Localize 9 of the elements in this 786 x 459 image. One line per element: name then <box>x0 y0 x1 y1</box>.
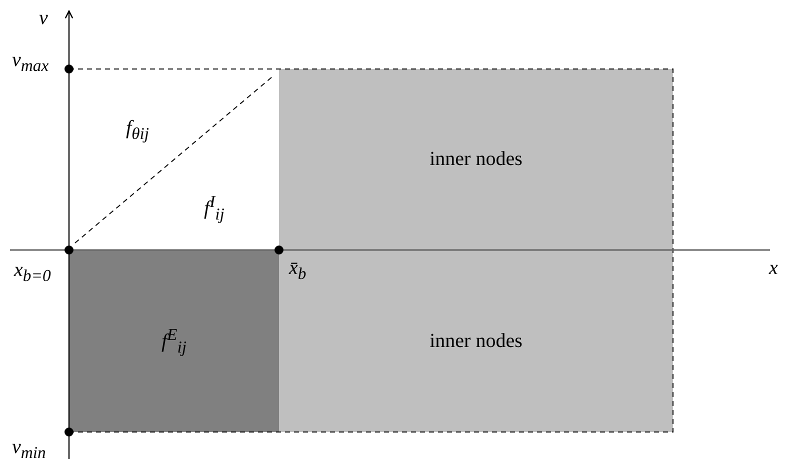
axis-value: v$_{max}$ <box>12 50 49 75</box>
axis-value: x$_{b=0}$ <box>14 260 51 285</box>
axis-label: v <box>39 8 48 28</box>
region-label: inner nodes <box>430 148 522 171</box>
region-label: inner nodes <box>430 330 522 352</box>
axis-value: x̄$_{b}$ <box>289 258 306 283</box>
region-symbol: f$_{θij}$ <box>126 118 149 143</box>
axis-label: x <box>769 258 778 278</box>
axis-value: v$_{min}$ <box>12 437 46 459</box>
